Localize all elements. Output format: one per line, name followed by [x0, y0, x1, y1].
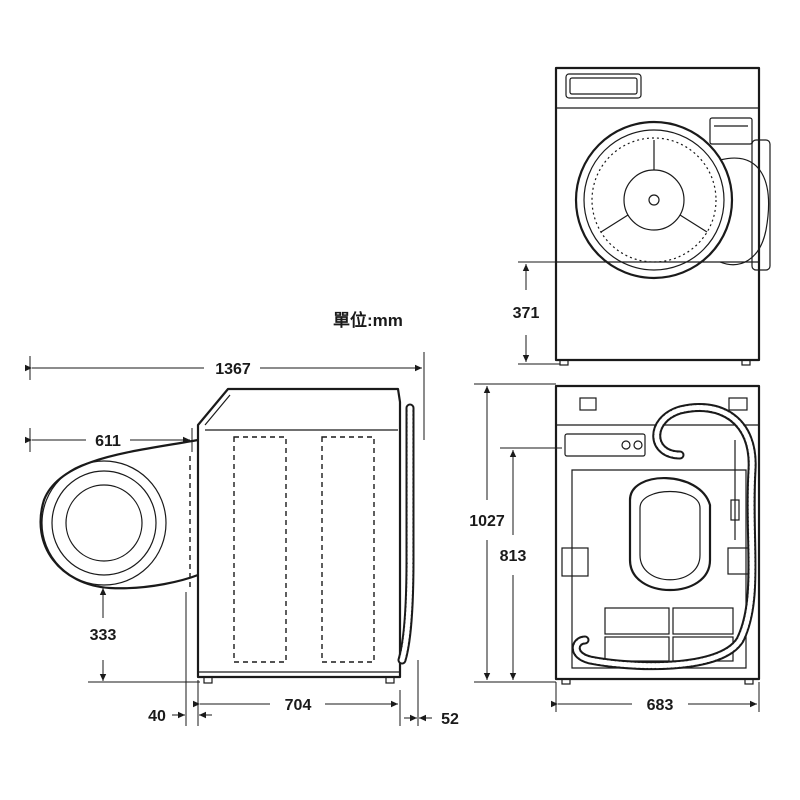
- side-view: [39, 387, 415, 684]
- dim-total-depth: 1367: [215, 361, 251, 378]
- dim-rear-clearance: 52: [441, 711, 459, 728]
- back-view: [554, 384, 761, 685]
- dim-back-hose-height: 813: [500, 548, 527, 565]
- dim-cabinet-depth: 704: [285, 697, 312, 714]
- dim-door-center-height: 333: [90, 627, 117, 644]
- front-door: [574, 120, 771, 280]
- dim-door-swing: 611: [95, 433, 121, 450]
- unit-label: 單位:mm: [333, 310, 403, 330]
- dim-width: 683: [647, 697, 674, 714]
- dim-base-height: 371: [513, 305, 540, 322]
- front-view: [554, 66, 771, 366]
- dim-front-offset: 40: [148, 708, 166, 725]
- open-door-side: [39, 438, 199, 590]
- dim-total-height: 1027: [469, 513, 505, 530]
- dimension-lines: [25, 261, 760, 726]
